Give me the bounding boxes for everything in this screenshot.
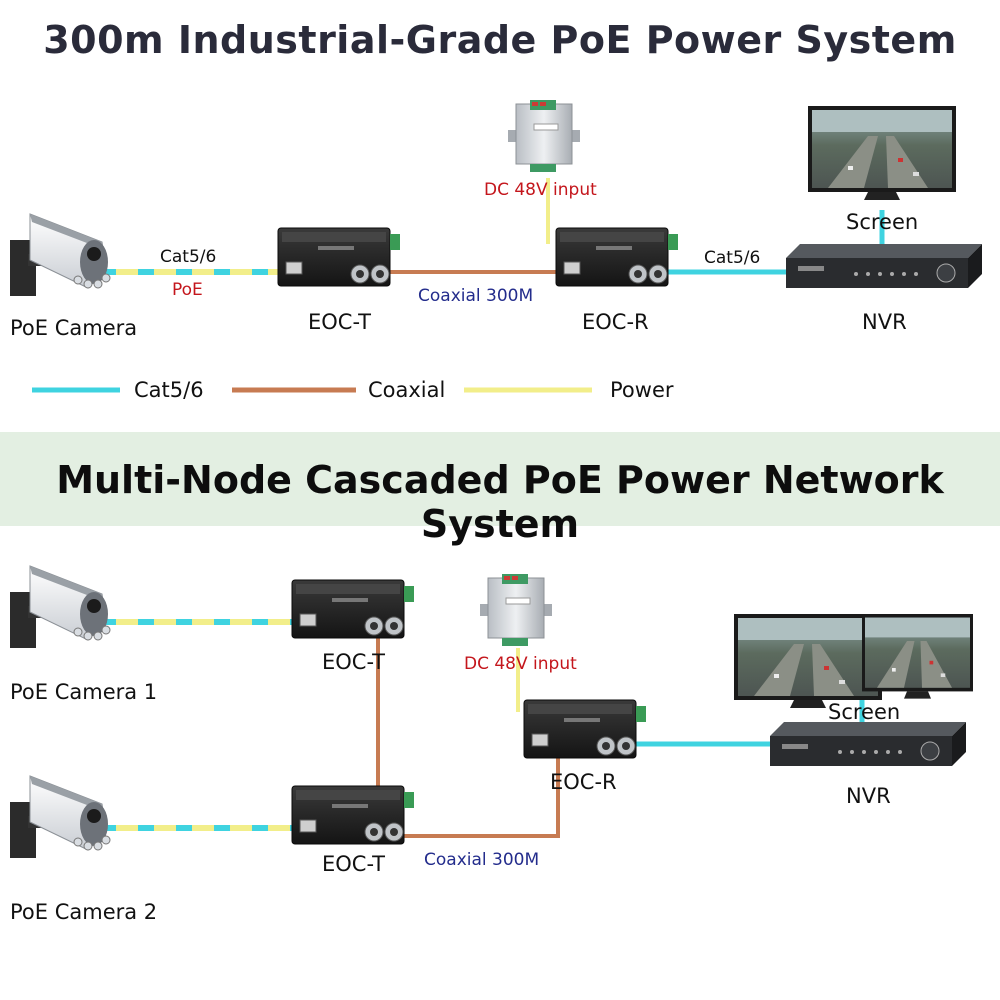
poe-camera-label: PoE Camera bbox=[10, 316, 138, 340]
eoc-r-bottom-device-icon bbox=[523, 699, 647, 759]
coaxial-bottom-label: Coaxial 300M bbox=[424, 850, 540, 870]
cat-label-left: Cat5/6 bbox=[160, 247, 217, 267]
section-band bbox=[0, 432, 1000, 526]
eoc-r-device-icon bbox=[555, 227, 679, 287]
power-supply-icon bbox=[507, 99, 581, 173]
poe-camera1-icon bbox=[9, 565, 111, 649]
eoc-t2-label: EOC-T bbox=[322, 852, 385, 876]
legend-cat-label: Cat5/6 bbox=[134, 378, 204, 402]
eoc-t1-label: EOC-T bbox=[322, 650, 385, 674]
nvr-bottom-device-icon bbox=[769, 721, 967, 767]
nvr-device-icon bbox=[785, 243, 983, 289]
poe-camera2-label: PoE Camera 2 bbox=[10, 900, 158, 924]
poe-label: PoE bbox=[172, 280, 203, 300]
legend-coax-label: Coaxial bbox=[368, 378, 446, 402]
section-title: Multi-Node Cascaded PoE Power Network Sy… bbox=[56, 458, 944, 546]
nvr-bottom-label: NVR bbox=[846, 784, 891, 808]
page-title: 300m Industrial-Grade PoE Power System bbox=[43, 18, 957, 62]
dc-input-label: DC 48V input bbox=[484, 180, 597, 200]
screen-label: Screen bbox=[846, 210, 919, 234]
legend-power-label: Power bbox=[610, 378, 674, 402]
coaxial-label: Coaxial 300M bbox=[418, 286, 534, 306]
screen-bottom-label: Screen bbox=[828, 700, 901, 724]
eoc-r-bottom-label: EOC-R bbox=[550, 770, 617, 794]
eoc-r-label: EOC-R bbox=[582, 310, 649, 334]
poe-camera1-label: PoE Camera 1 bbox=[10, 680, 158, 704]
power-supply-bottom-icon bbox=[479, 573, 553, 647]
screen-monitor-icon bbox=[808, 106, 956, 200]
dc-input-bottom-label: DC 48V input bbox=[464, 654, 577, 674]
cat-label-right: Cat5/6 bbox=[704, 248, 761, 268]
screen-monitor-left-icon bbox=[734, 614, 882, 708]
eoc-t-label: EOC-T bbox=[308, 310, 371, 334]
eoc-t-device-icon bbox=[277, 227, 401, 287]
poe-camera2-icon bbox=[9, 775, 111, 859]
screen-monitor-right-icon bbox=[862, 614, 973, 699]
coax-cable-bottom bbox=[398, 752, 560, 838]
nvr-label: NVR bbox=[862, 310, 907, 334]
poe-camera-icon bbox=[9, 213, 111, 297]
eoc-t1-device-icon bbox=[291, 579, 415, 639]
eoc-t2-device-icon bbox=[291, 785, 415, 845]
